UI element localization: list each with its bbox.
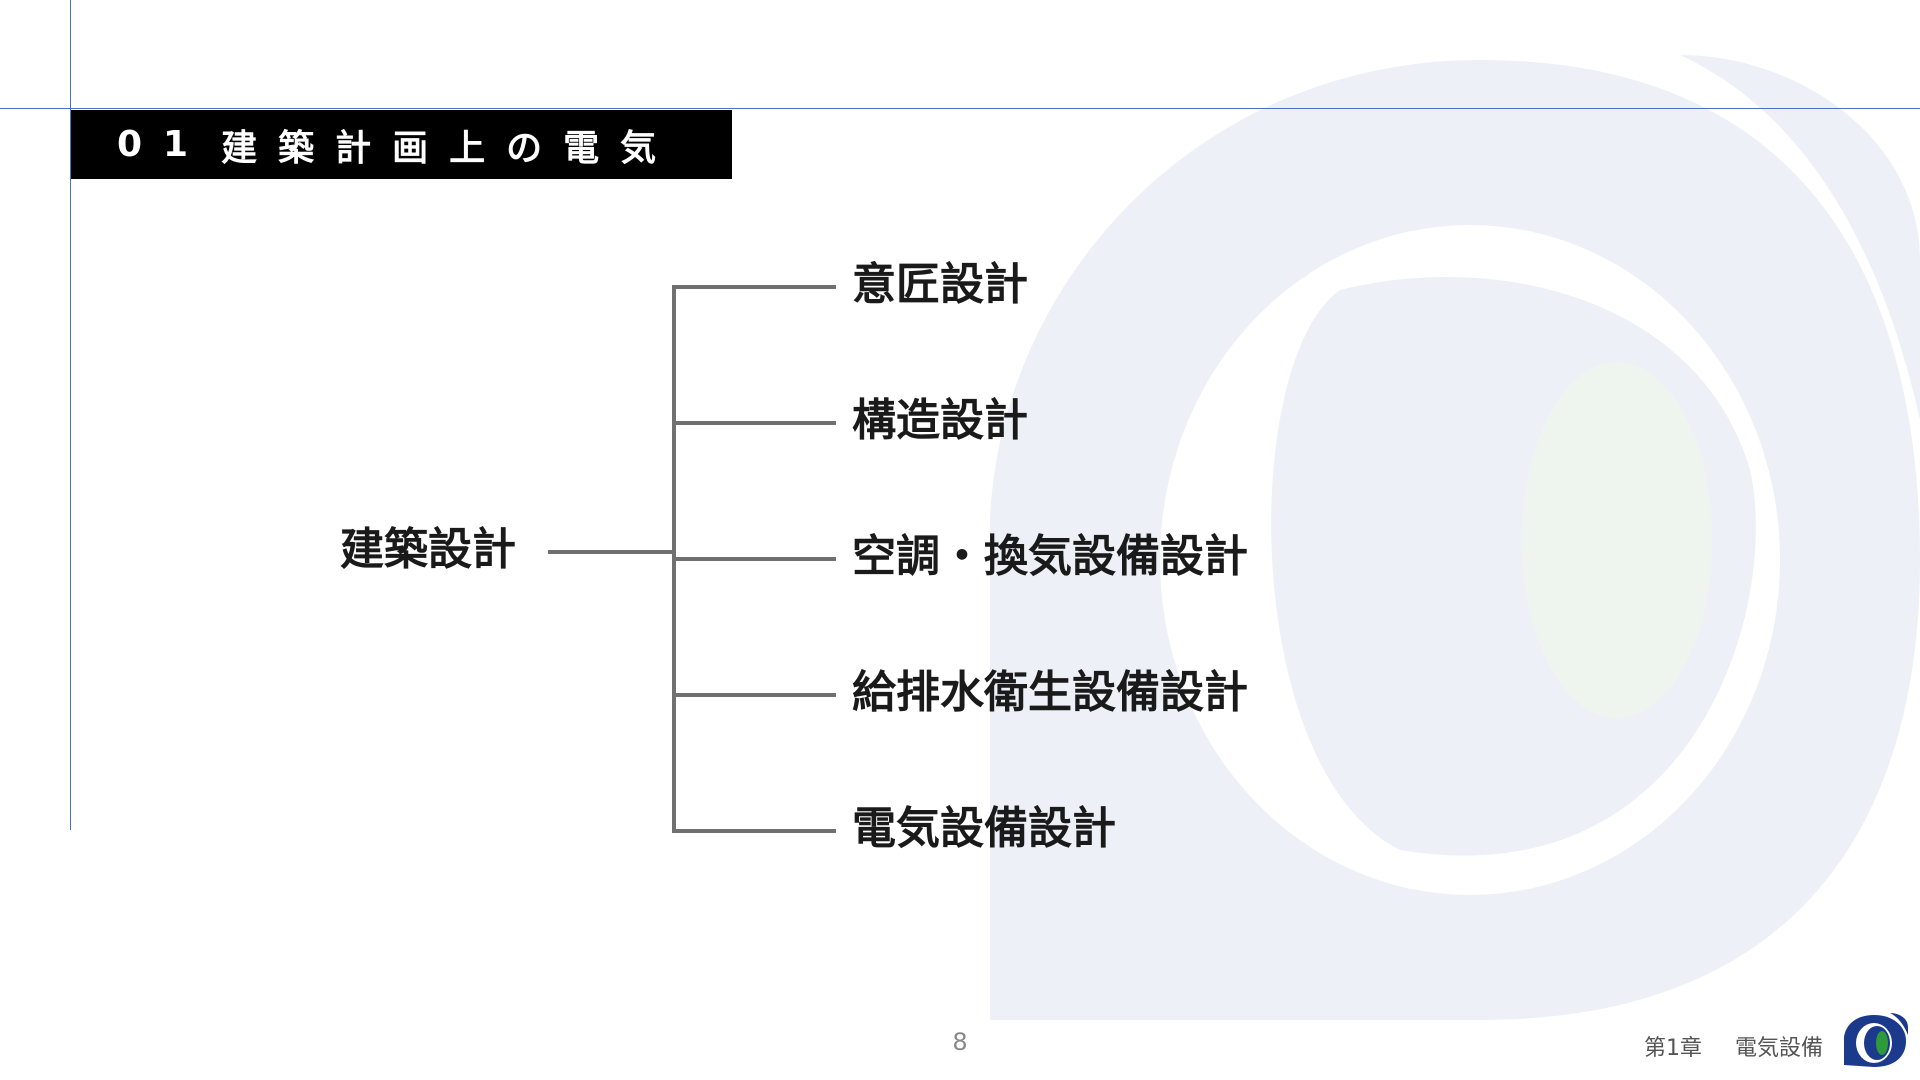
child-node: 構造設計 [852,395,1028,446]
child-node: 給排水衛生設備設計 [852,667,1248,718]
root-node: 建築設計 [340,524,516,575]
watermark-hook [1680,55,1920,420]
section-header: 01 建築計画上の電気 [71,110,732,179]
chapter-title: 電気設備 [1734,1036,1823,1061]
page-number: 8 [952,1028,968,1056]
logo-top-hook [1890,1013,1908,1035]
chapter-number: 第1章 [1643,1036,1702,1061]
chapter-label: 第1章 電気設備 [1644,1030,1823,1062]
child-node: 電気設備設計 [852,803,1116,854]
section-number: 01 [117,124,210,165]
child-node: 意匠設計 [852,259,1028,310]
child-node: 空調・換気設備設計 [852,531,1248,582]
watermark-center-green [1522,362,1712,718]
section-title: 建築計画上の電気 [221,127,678,169]
logo-green-center [1876,1031,1888,1055]
guide-line-vertical [70,0,71,830]
company-logo-icon [1844,1013,1908,1067]
guide-line-horizontal [0,108,1920,109]
